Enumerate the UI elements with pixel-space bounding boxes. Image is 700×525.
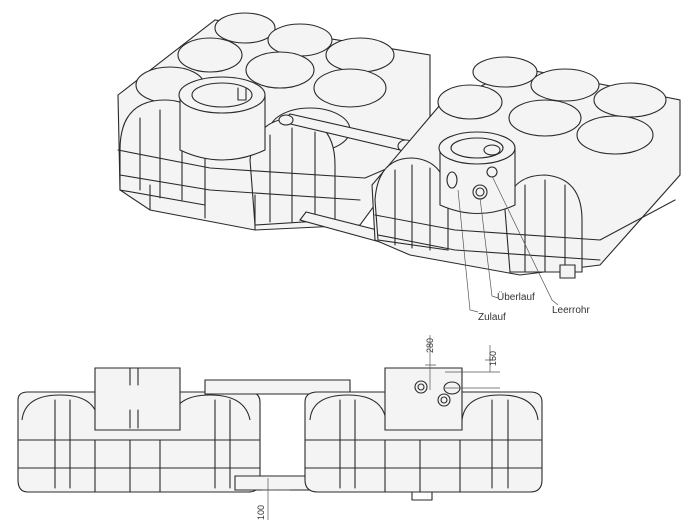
dim-100: 100	[256, 505, 266, 520]
dimension-marks	[262, 335, 500, 520]
side-view: 280 150 100	[17, 335, 543, 520]
overflow-port-icon	[472, 184, 488, 200]
empty-pipe-port-icon	[486, 166, 498, 178]
label-leerrohr: Leerrohr	[552, 305, 590, 316]
dim-150: 150	[488, 351, 498, 366]
dim-280: 280	[425, 338, 435, 353]
isometric-view: Zulauf Überlauf Leerrohr	[117, 12, 681, 323]
label-ueberlauf: Überlauf	[497, 291, 535, 303]
leader-lines	[457, 175, 559, 313]
inlet-port-icon	[446, 171, 458, 189]
label-zulauf: Zulauf	[478, 312, 506, 323]
left-tank-iso	[117, 12, 431, 231]
overflow-port-side-icon	[414, 380, 428, 394]
right-tank-side	[304, 367, 543, 501]
